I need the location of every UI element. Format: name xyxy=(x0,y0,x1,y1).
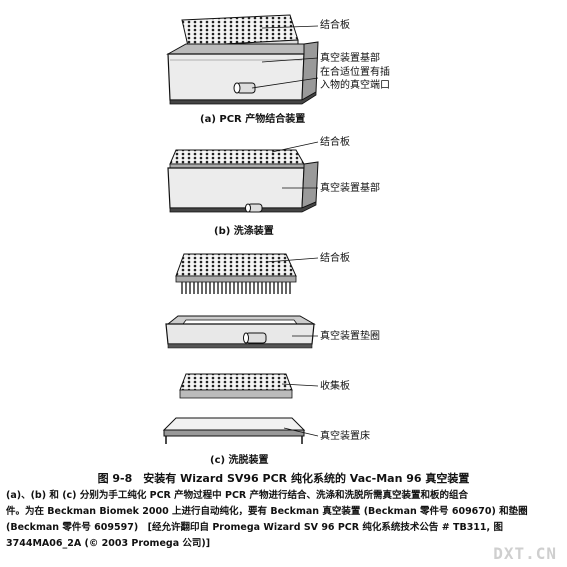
watermark: DXT.CN xyxy=(493,544,557,563)
figure-title: 图 9-8 安装有 Wizard SV96 PCR 纯化系统的 Vac-Man … xyxy=(97,472,470,485)
label-collection-plate-c: 收集板 xyxy=(320,381,350,392)
label-binding-plate-c: 结合板 xyxy=(320,253,350,264)
label-port-line1-a: 在合适位置有插 xyxy=(320,67,390,78)
label-binding-plate-b: 结合板 xyxy=(320,137,350,148)
vacuum-gasket-c xyxy=(165,315,316,349)
label-vacuum-base-a: 真空装置基部 xyxy=(320,53,380,64)
label-vacuum-base-b: 真空装置基部 xyxy=(320,183,380,194)
caption-b: (b) 洗涤装置 xyxy=(214,226,274,237)
description-line-1: (a)、(b) 和 (c) 分别为手工纯化 PCR 产物过程中 PCR 产物进行… xyxy=(6,490,469,501)
figure-description: (a)、(b) 和 (c) 分别为手工纯化 PCR 产物过程中 PCR 产物进行… xyxy=(6,488,562,552)
caption-a: (a) PCR 产物结合装置 xyxy=(200,114,306,125)
assembly-a xyxy=(166,14,319,105)
label-port-line2-a: 入物的真空端口 xyxy=(320,80,390,91)
label-binding-plate-a: 结合板 xyxy=(320,20,350,31)
assembly-c xyxy=(162,253,319,444)
binding-plate-b xyxy=(169,149,305,169)
collection-plate-c xyxy=(179,373,293,399)
description-line-4: 3744MA06_2A (© 2003 Promega 公司)] xyxy=(6,538,211,549)
label-gasket-c: 真空装置垫圈 xyxy=(320,331,380,342)
vacuum-port-b xyxy=(245,203,263,213)
caption-c: (c) 洗脱装置 xyxy=(210,455,269,466)
vacuum-port-a xyxy=(233,82,256,94)
description-line-2: 件。为在 Beckman Biomek 2000 上进行自动纯化，要有 Beck… xyxy=(6,506,528,517)
vacuum-base-b xyxy=(167,161,319,213)
vacuum-base-a xyxy=(166,41,319,105)
assembly-b xyxy=(167,141,319,213)
binding-plate-c xyxy=(175,253,297,294)
description-line-3: (Beckman 零件号 609597) [经允许翻印自 Promega Wiz… xyxy=(6,522,503,533)
label-vacuum-bed-c: 真空装置床 xyxy=(320,431,370,442)
vacuum-bed-c xyxy=(162,417,306,444)
